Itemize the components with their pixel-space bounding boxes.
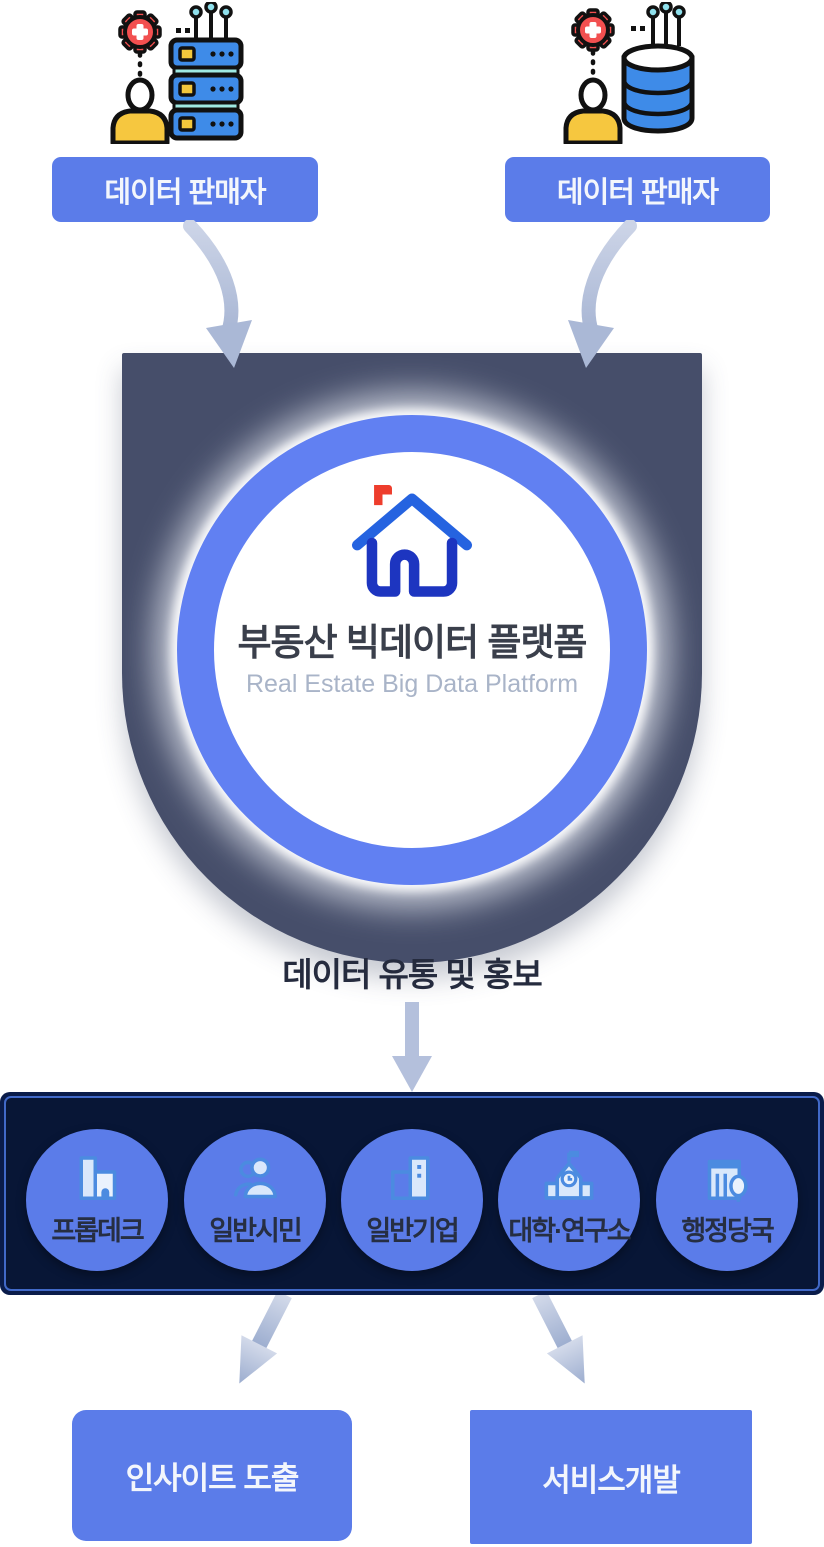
- government-icon: [699, 1149, 755, 1207]
- consumer-proptech: 프롭데크: [26, 1129, 168, 1271]
- platform-title-en: Real Estate Big Data Platform: [245, 670, 579, 698]
- consumer-citizens: 일반시민: [184, 1129, 326, 1271]
- university-icon: [540, 1149, 598, 1207]
- down-arrow-icon: [392, 1002, 432, 1092]
- house-icon: [351, 485, 473, 597]
- data-seller-label-right: 데이터 판매자: [556, 176, 719, 209]
- consumer-label: 대학·연구소: [508, 1216, 631, 1246]
- citizens-icon: [227, 1149, 283, 1207]
- gear-icon: [571, 8, 615, 52]
- platform-circle: 부동산 빅데이터 플랫폼 Real Estate Big Data Platfo…: [177, 415, 647, 885]
- person-database-icon: [563, 2, 695, 144]
- outcome-service-label: 서비스개발: [542, 1462, 681, 1498]
- consumer-companies: 일반기업: [341, 1129, 483, 1271]
- buildings-icon: [69, 1149, 125, 1207]
- outcome-insight-box: 인사이트 도출: [72, 1410, 352, 1541]
- platform-title-ko: 부동산 빅데이터 플랫폼: [237, 622, 588, 663]
- data-seller-badge-left: 데이터 판매자: [52, 157, 318, 222]
- server-stack: [168, 37, 244, 141]
- company-icon: [384, 1149, 440, 1207]
- database-icon: [621, 43, 695, 134]
- gear-icon: [118, 10, 162, 54]
- consumer-label: 프롭데크: [51, 1216, 144, 1246]
- consumer-label: 일반시민: [209, 1216, 302, 1246]
- data-seller-badge-right: 데이터 판매자: [505, 157, 770, 222]
- flow-caption: 데이터 유통 및 홍보: [282, 956, 542, 993]
- outcome-insight-label: 인사이트 도출: [125, 1461, 300, 1496]
- diagonal-arrow-left-icon: [239, 1290, 292, 1384]
- data-seller-label-left: 데이터 판매자: [104, 176, 266, 209]
- consumer-government: 행정당국: [656, 1129, 798, 1271]
- consumer-label: 일반기업: [366, 1216, 459, 1246]
- consumer-university: 대학·연구소: [498, 1129, 640, 1271]
- diagonal-arrow-right-icon: [532, 1290, 585, 1384]
- curved-arrow-left-icon: [183, 220, 252, 368]
- outcome-service-box: 서비스개발: [470, 1410, 752, 1544]
- consumer-label: 행정당국: [681, 1216, 774, 1246]
- person-server-icon: [110, 2, 244, 144]
- curved-arrow-right-icon: [568, 220, 637, 368]
